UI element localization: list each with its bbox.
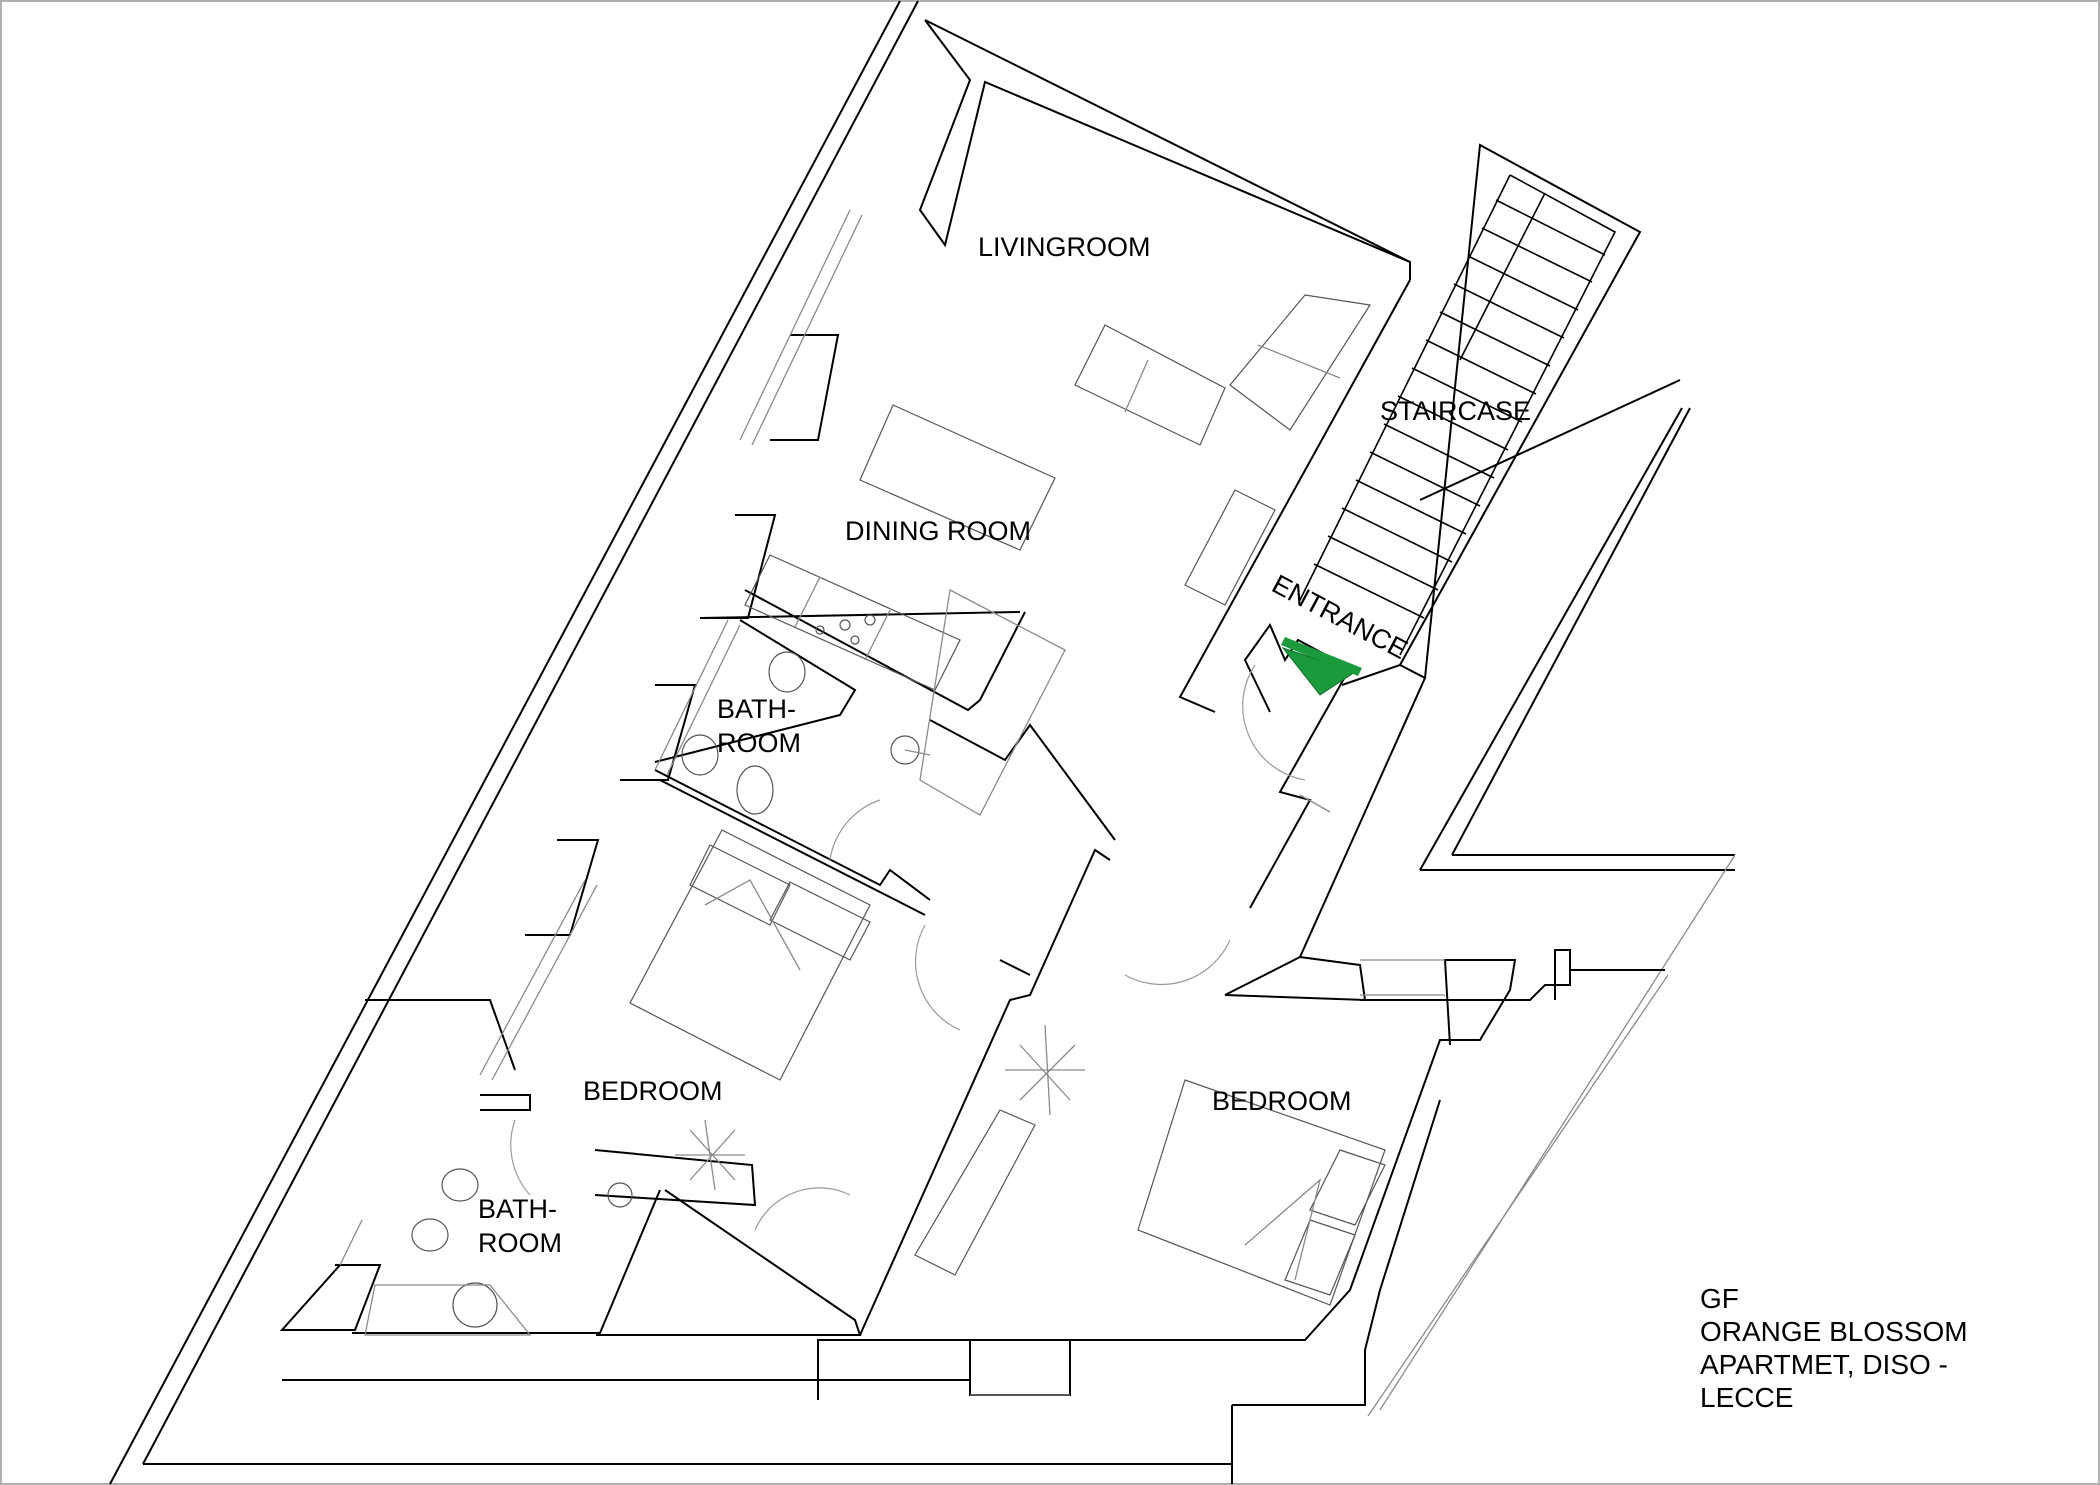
label-bathroom-upper-line2: ROOM bbox=[717, 728, 801, 758]
title-line-4: LECCE bbox=[1700, 1382, 1793, 1413]
title-block: GF ORANGE BLOSSOM APARTMET, DISO - LECCE bbox=[1700, 1283, 1968, 1413]
furniture bbox=[364, 294, 1386, 1336]
label-bathroom-lower-line1: BATH- bbox=[478, 1194, 557, 1224]
label-staircase: STAIRCASE bbox=[1380, 396, 1531, 426]
title-line-2: ORANGE BLOSSOM bbox=[1700, 1316, 1968, 1347]
label-bathroom-upper-line1: BATH- bbox=[717, 694, 796, 724]
label-bedroom-right: BEDROOM bbox=[1212, 1086, 1352, 1116]
staircase-steps bbox=[1299, 174, 1617, 656]
entrance-bar bbox=[1281, 637, 1362, 676]
entrance-marker bbox=[1281, 637, 1362, 696]
title-line-1: GF bbox=[1700, 1283, 1739, 1314]
exterior-walls bbox=[109, 0, 1736, 1485]
title-line-3: APARTMET, DISO - bbox=[1700, 1349, 1948, 1380]
label-bathroom-lower-line2: ROOM bbox=[478, 1228, 562, 1258]
label-dining-room: DINING ROOM bbox=[845, 516, 1031, 546]
windows bbox=[339, 209, 1445, 1396]
label-bedroom-left: BEDROOM bbox=[583, 1076, 723, 1106]
door-swings bbox=[510, 664, 1306, 1231]
label-livingroom: LIVINGROOM bbox=[978, 232, 1151, 262]
